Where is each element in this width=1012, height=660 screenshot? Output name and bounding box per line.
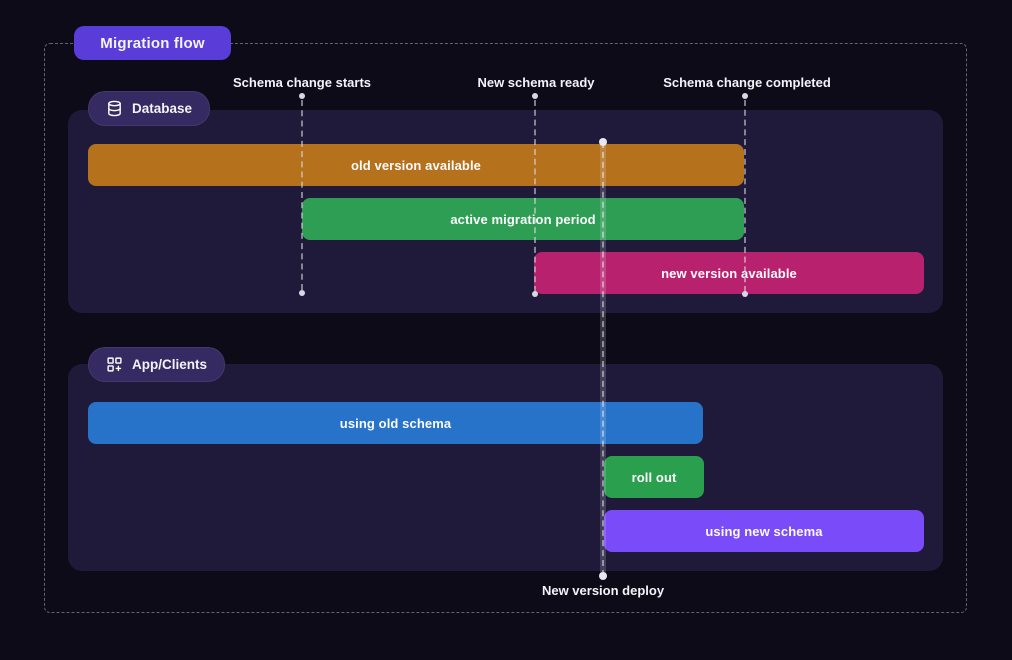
app-clients-section-badge: App/Clients (88, 347, 226, 382)
bar-active-migration-period: active migration period (302, 198, 744, 240)
guide-dot-top (742, 93, 748, 99)
bar-label: roll out (631, 469, 677, 485)
guide-dot-bottom (532, 291, 538, 297)
bar-using-new-schema: using new schema (604, 510, 924, 552)
title-badge: Migration flow (74, 26, 231, 60)
guide-line-new-schema-ready (534, 100, 536, 292)
guide-dot-top (299, 93, 305, 99)
bar-old-version-available: old version available (88, 144, 744, 186)
guide-dot-bottom (299, 290, 305, 296)
database-section-badge: Database (88, 91, 211, 126)
deploy-marker-dashes (602, 142, 604, 576)
bar-label: using old schema (339, 415, 452, 431)
bar-label: active migration period (450, 211, 596, 227)
deploy-marker-line (600, 142, 606, 576)
bar-label: old version available (351, 157, 481, 173)
milestone-label-schema-change-completed: Schema change completed (663, 75, 831, 90)
diagram-boundary (44, 43, 967, 613)
deploy-marker-label: New version deploy (541, 583, 665, 598)
guide-line-schema-change-completed (744, 100, 746, 292)
guide-dot-bottom (742, 291, 748, 297)
guide-line-schema-change-starts (301, 100, 303, 290)
deploy-dot-top (599, 138, 607, 146)
milestone-label-new-schema-ready: New schema ready (477, 75, 595, 90)
grid-plus-icon (107, 357, 122, 372)
bar-new-version-available: new version available (534, 252, 924, 294)
database-icon (108, 100, 121, 117)
app-clients-section-label: App/Clients (132, 357, 208, 372)
bar-label: new version available (661, 265, 797, 281)
bar-using-old-schema: using old schema (88, 402, 703, 444)
bar-roll-out: roll out (604, 456, 704, 498)
bar-label: using new schema (705, 523, 823, 539)
deploy-dot-bottom (599, 572, 607, 580)
database-section-label: Database (132, 101, 193, 116)
milestone-label-schema-change-starts: Schema change starts (232, 75, 372, 90)
guide-dot-top (532, 93, 538, 99)
